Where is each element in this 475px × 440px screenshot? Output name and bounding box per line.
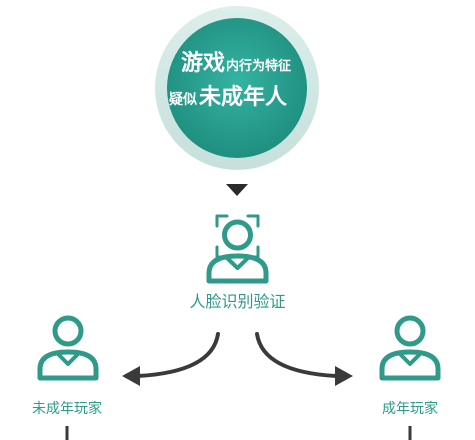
hub-line1-small: 内行为特征 <box>226 58 291 74</box>
right-person-icon <box>379 315 441 381</box>
down-arrow-icon <box>226 184 248 196</box>
arrow-to-right <box>255 332 353 386</box>
right-node-label: 成年玩家 <box>382 400 438 417</box>
center-node-label: 人脸识别验证 <box>189 292 285 311</box>
left-node-label: 未成年玩家 <box>32 400 102 417</box>
hub-line2-big: 未成年人 <box>199 84 287 110</box>
hub-line2-small: 疑似 <box>169 92 197 108</box>
face-scan-person-icon <box>206 214 269 284</box>
hub-circle: 游戏 内行为特征 疑似 未成年人 <box>155 6 319 170</box>
hub-line1-big: 游戏 <box>181 50 225 76</box>
arrow-to-left <box>122 332 220 386</box>
left-person-icon <box>37 315 99 381</box>
